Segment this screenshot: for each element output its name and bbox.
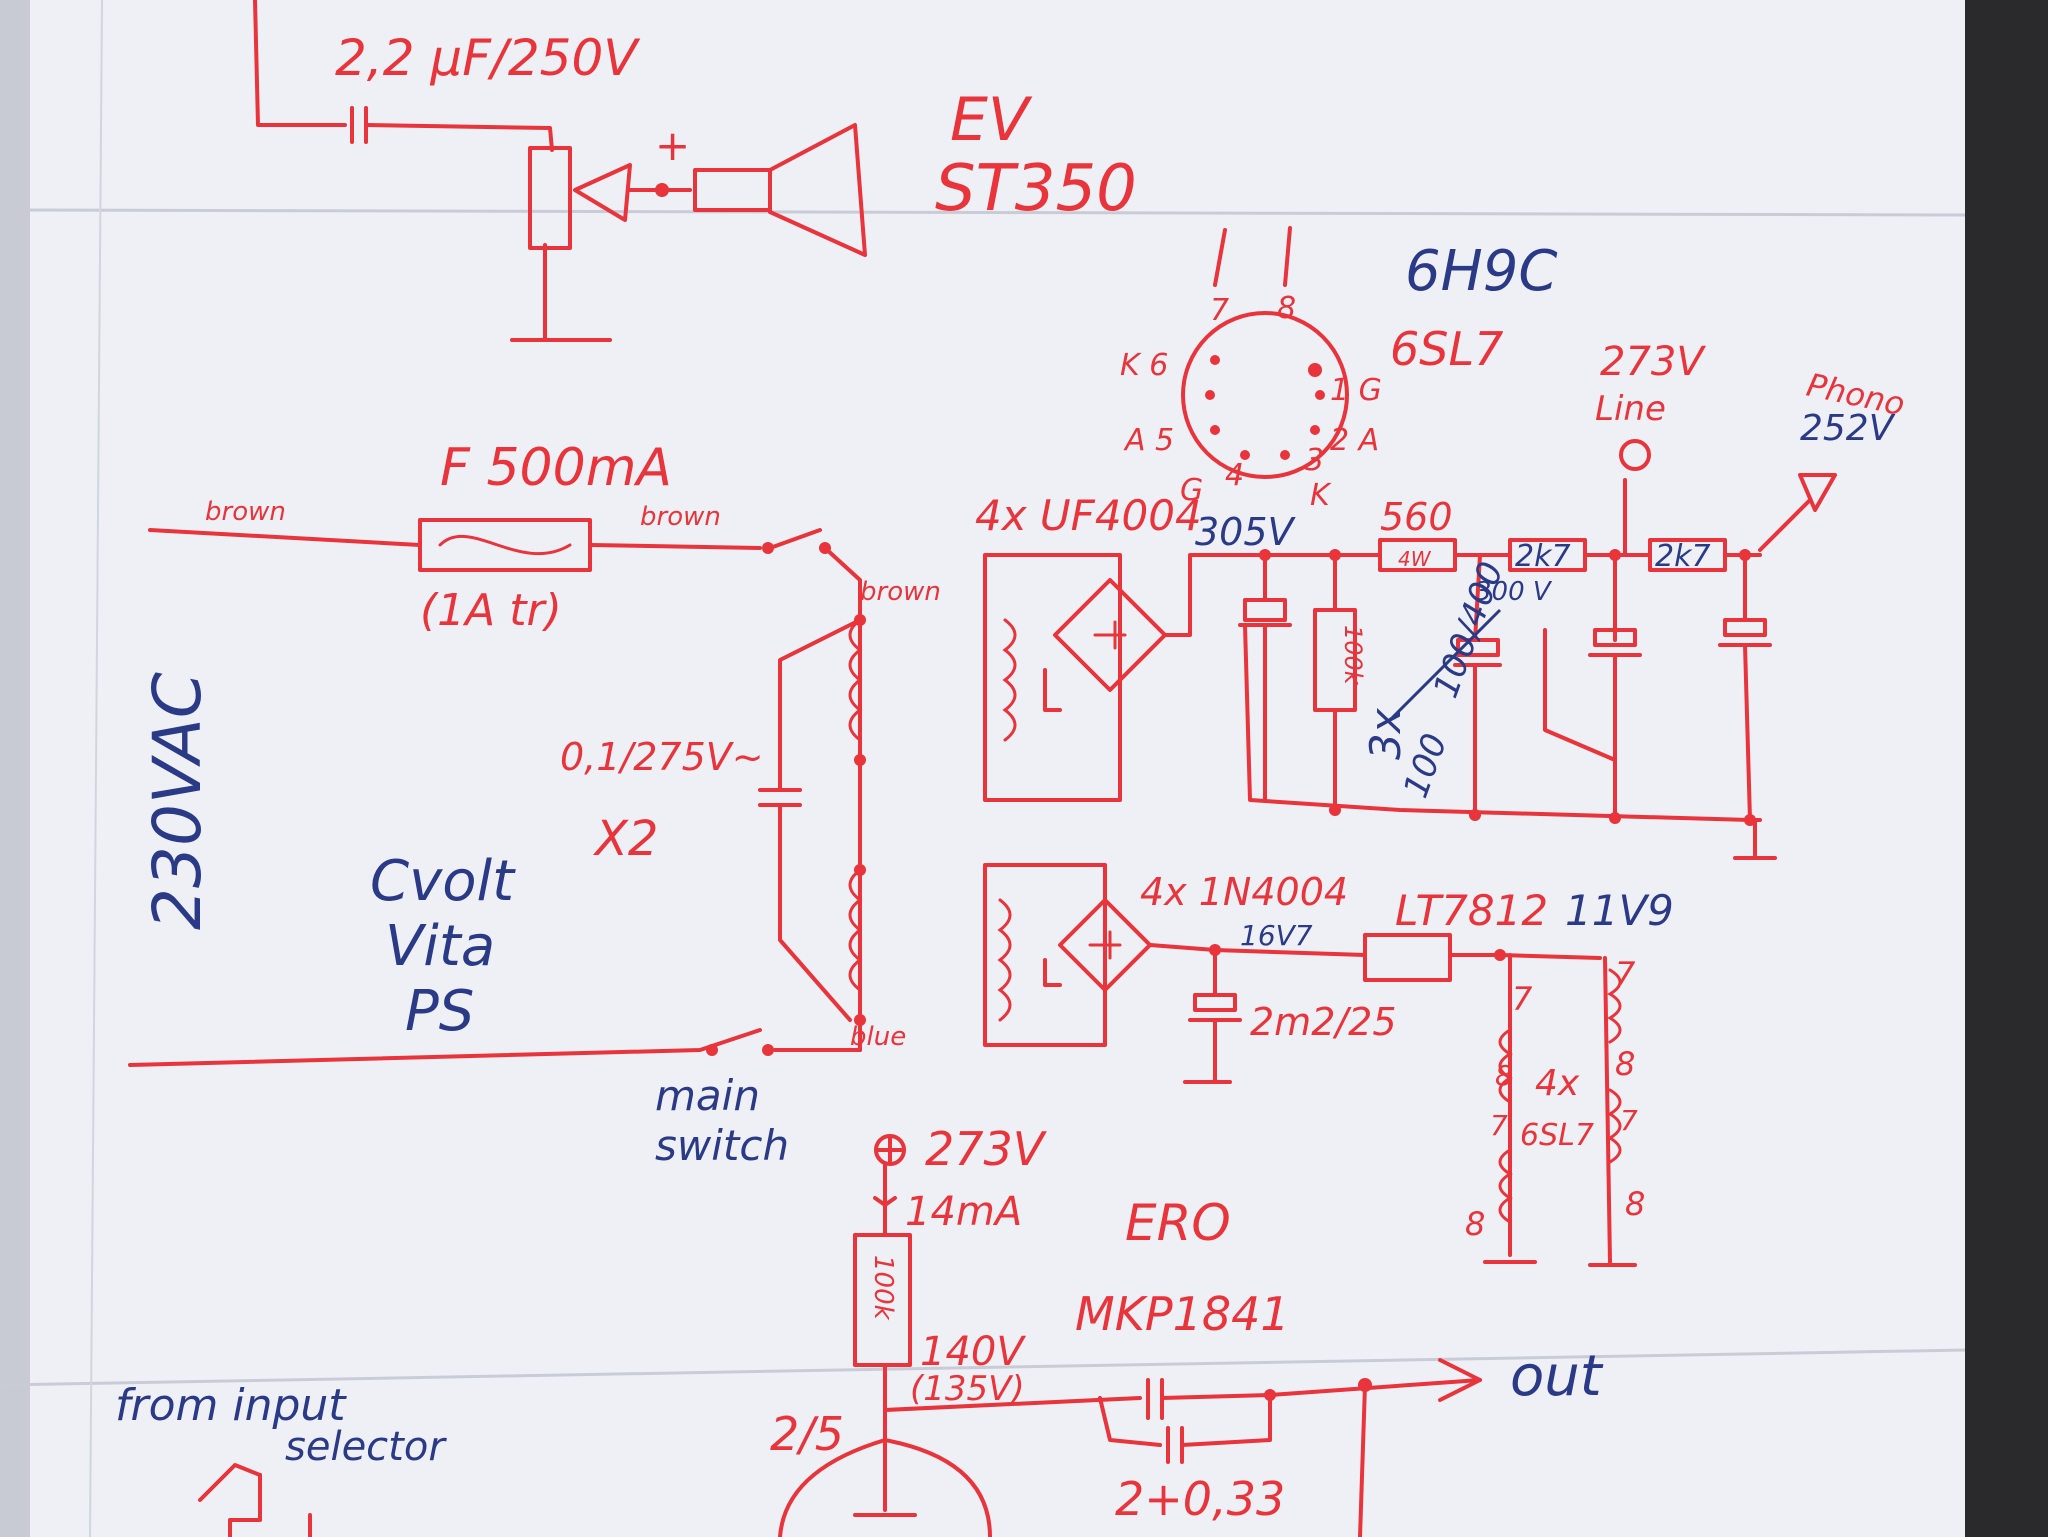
background-right — [1965, 0, 2048, 1537]
pin-label-k: K — [1310, 478, 1332, 513]
coupling-cap-label: 2,2 µF/250V — [335, 29, 641, 87]
pin-label-4: 4 — [1225, 458, 1244, 493]
hv-voltage-2: 300 V — [1475, 577, 1553, 607]
heater-pin-8b: 8 — [1465, 1205, 1485, 1243]
top-section: 2,2 µF/250V + EV ST350 — [253, 0, 1137, 342]
hv-bridge-label: 4x UF4004 — [975, 491, 1202, 540]
pin-label-8: 8 — [1277, 291, 1296, 326]
pin-label-2a: 2 A — [1330, 423, 1379, 458]
anode-voltage: 140V — [920, 1329, 1026, 1375]
tube-name-6sl7: 6SL7 — [1390, 322, 1503, 376]
main-switch-label-1: main — [655, 1071, 760, 1120]
x-capacitor-label: 0,1/275V~ — [560, 735, 764, 779]
caps-note-count: 3x — [1361, 707, 1410, 760]
mains-input: F 500mA (1A tr) brown brown brown blue 2… — [128, 438, 941, 1170]
hv-resistor-3: 2k7 — [1655, 539, 1711, 574]
paper-background — [0, 0, 1985, 1537]
hv-resistor-1: 560 — [1380, 495, 1453, 539]
wire-brown-tap: brown — [860, 577, 941, 607]
heater-pin-7d: 7 — [1620, 1104, 1638, 1137]
line-voltage: 273V — [1600, 339, 1706, 385]
anode-voltage-2: (135V) — [910, 1369, 1025, 1409]
speaker-label-model: ST350 — [935, 152, 1137, 226]
anode-current: 14mA — [905, 1189, 1022, 1235]
pin-label-3: 3 — [1305, 443, 1324, 478]
paper-edge-left — [89, 0, 103, 1537]
fuse-sublabel: (1A tr) — [420, 585, 562, 636]
lv-output-voltage: 11V9 — [1565, 886, 1674, 935]
heater-pin-7c: 7 — [1615, 955, 1636, 993]
pin-label-a5: A 5 — [1123, 423, 1174, 458]
input-source-label-2: selector — [285, 1424, 447, 1470]
hv-resistor-2: 2k7 — [1515, 539, 1571, 574]
heater-note-tube: 6SL7 — [1520, 1118, 1594, 1153]
paper-fold-bottom — [0, 1348, 1966, 1387]
x-capacitor-count: X2 — [592, 811, 658, 867]
input-source-label-1: from input — [115, 1380, 347, 1431]
pin-label-k6: K 6 — [1120, 348, 1168, 383]
heater-note-count: 4x — [1535, 1063, 1580, 1104]
polarity-plus: + — [655, 121, 690, 170]
tube-pin-label: 2/5 — [770, 1407, 844, 1461]
wire-brown-right: brown — [640, 502, 721, 532]
line-label: Line — [1595, 389, 1666, 429]
pin-label-7: 7 — [1210, 293, 1229, 328]
tube-name-russian: 6H9C — [1405, 239, 1557, 304]
phono-voltage: 252V — [1800, 408, 1896, 449]
hv-voltage-1: 305V — [1195, 510, 1297, 554]
output-cap-value: 2+0,33 — [1115, 1472, 1285, 1526]
heater-pin-7a: 7 — [1512, 980, 1533, 1018]
heater-pin-8c: 8 — [1615, 1045, 1635, 1083]
mains-voltage-label: 230VAC — [139, 672, 216, 930]
pin-label-1g: 1 G — [1330, 373, 1382, 408]
output-label: out — [1510, 1344, 1604, 1409]
heater-pin-8a: 8 — [1495, 1059, 1513, 1092]
wire-brown-left: brown — [205, 497, 286, 527]
wire-blue-tap: blue — [850, 1022, 906, 1052]
hv-resistor-1-note: 4W — [1398, 547, 1432, 571]
heater-pin-8d: 8 — [1625, 1185, 1645, 1223]
fuse-label: F 500mA — [440, 438, 672, 498]
power-supply-label-2: Vita — [385, 914, 495, 979]
regulator-label: LT7812 — [1395, 886, 1548, 935]
lv-reservoir-cap: 2m2/25 — [1250, 1000, 1397, 1044]
anode-resistor: 100k — [868, 1255, 898, 1321]
pin-label-g: G — [1180, 473, 1203, 508]
lv-supply: 4x 1N4004 16V7 2m2/25 LT7812 11V9 4x 6SL… — [983, 863, 1674, 1267]
output-cap-brand: ERO — [1125, 1194, 1231, 1252]
speaker-label-brand: EV — [950, 85, 1033, 155]
hv-supply: 4x UF4004 305V 560 4W 300 V 2k7 2k7 100k… — [975, 339, 1908, 860]
main-switch-label-2: switch — [655, 1121, 789, 1170]
bleeder-resistor: 100k — [1339, 625, 1367, 686]
paper-fold-top — [19, 208, 1966, 217]
power-supply-label-3: PS — [405, 979, 474, 1044]
paper-left-shadow — [0, 0, 30, 1537]
lv-input-voltage: 16V7 — [1240, 919, 1313, 952]
output-cap-model: MKP1841 — [1075, 1287, 1290, 1341]
power-supply-label-1: Cvolt — [370, 849, 516, 914]
lv-bridge-label: 4x 1N4004 — [1140, 870, 1348, 914]
tube-pinout: 7 8 K 6 1 G A 5 2 A 4 3 K G 6H9C 6SL7 — [1120, 226, 1557, 513]
heater-pin-7b: 7 — [1490, 1109, 1508, 1142]
output-stage: 273V 14mA 100k 140V (135V) 2/5 ERO MKP18… — [115, 1122, 1604, 1537]
anode-supply-voltage: 273V — [925, 1122, 1048, 1176]
